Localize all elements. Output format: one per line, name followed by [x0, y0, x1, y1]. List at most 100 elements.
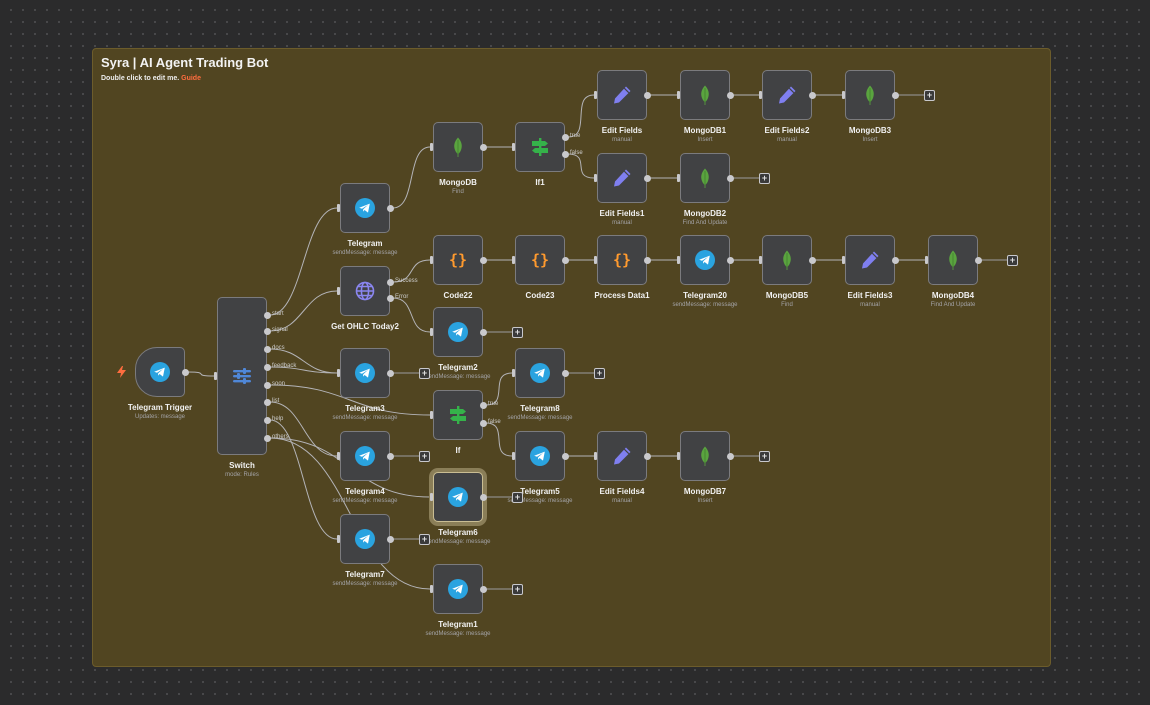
- node-telegram20[interactable]: [680, 235, 730, 285]
- output-port[interactable]: [386, 452, 394, 460]
- output-port[interactable]: [479, 585, 487, 593]
- input-port[interactable]: [677, 174, 680, 182]
- input-port[interactable]: [512, 369, 515, 377]
- node-switch[interactable]: [217, 297, 267, 455]
- output-port[interactable]: [891, 256, 899, 264]
- output-port[interactable]: [386, 535, 394, 543]
- node-if[interactable]: [433, 390, 483, 440]
- node-edit-fields3[interactable]: [845, 235, 895, 285]
- output-port[interactable]: [479, 493, 487, 501]
- node-get-ohlc[interactable]: [340, 266, 390, 316]
- input-port[interactable]: [759, 256, 762, 264]
- node-telegram-trigger[interactable]: [135, 347, 185, 397]
- node-edit-fields[interactable]: [597, 70, 647, 120]
- add-node-button[interactable]: +: [419, 367, 430, 379]
- output-port[interactable]: [386, 278, 394, 286]
- output-port[interactable]: [263, 398, 271, 406]
- node-telegram7[interactable]: [340, 514, 390, 564]
- output-port[interactable]: [181, 368, 189, 376]
- output-port[interactable]: [263, 345, 271, 353]
- node-telegram6[interactable]: [433, 472, 483, 522]
- input-port[interactable]: [925, 256, 928, 264]
- output-port[interactable]: [974, 256, 982, 264]
- add-node-button[interactable]: +: [1007, 254, 1018, 266]
- guide-link[interactable]: Guide: [181, 75, 201, 82]
- output-port[interactable]: [643, 174, 651, 182]
- input-port[interactable]: [677, 91, 680, 99]
- output-port[interactable]: [808, 91, 816, 99]
- input-port[interactable]: [337, 204, 340, 212]
- node-edit-fields4[interactable]: [597, 431, 647, 481]
- add-node-button[interactable]: +: [419, 450, 430, 462]
- node-code22[interactable]: {}: [433, 235, 483, 285]
- input-port[interactable]: [677, 452, 680, 460]
- output-port[interactable]: [643, 256, 651, 264]
- input-port[interactable]: [337, 452, 340, 460]
- input-port[interactable]: [842, 256, 845, 264]
- output-port[interactable]: [561, 452, 569, 460]
- output-port[interactable]: [386, 204, 394, 212]
- add-node-button[interactable]: +: [759, 172, 770, 184]
- output-port[interactable]: [386, 369, 394, 377]
- node-telegram1[interactable]: [433, 564, 483, 614]
- input-port[interactable]: [430, 143, 433, 151]
- input-port[interactable]: [512, 452, 515, 460]
- output-port[interactable]: [643, 452, 651, 460]
- node-edit-fields1[interactable]: [597, 153, 647, 203]
- node-code23[interactable]: {}: [515, 235, 565, 285]
- input-port[interactable]: [430, 328, 433, 336]
- node-mongodb[interactable]: [433, 122, 483, 172]
- input-port[interactable]: [677, 256, 680, 264]
- input-port[interactable]: [214, 372, 217, 380]
- node-telegram5[interactable]: [515, 431, 565, 481]
- input-port[interactable]: [594, 91, 597, 99]
- add-node-button[interactable]: +: [512, 583, 523, 595]
- input-port[interactable]: [594, 256, 597, 264]
- output-port[interactable]: [263, 363, 271, 371]
- output-port[interactable]: [263, 434, 271, 442]
- input-port[interactable]: [430, 585, 433, 593]
- node-mongodb1[interactable]: [680, 70, 730, 120]
- input-port[interactable]: [842, 91, 845, 99]
- output-port[interactable]: [726, 256, 734, 264]
- input-port[interactable]: [759, 91, 762, 99]
- add-node-button[interactable]: +: [924, 89, 935, 101]
- node-mongodb2[interactable]: [680, 153, 730, 203]
- node-mongodb3[interactable]: [845, 70, 895, 120]
- input-port[interactable]: [594, 174, 597, 182]
- output-port[interactable]: [479, 143, 487, 151]
- add-node-button[interactable]: +: [512, 491, 523, 503]
- add-node-button[interactable]: +: [759, 450, 770, 462]
- output-port[interactable]: [263, 381, 271, 389]
- output-port[interactable]: [726, 174, 734, 182]
- node-edit-fields2[interactable]: [762, 70, 812, 120]
- input-port[interactable]: [337, 535, 340, 543]
- node-if1[interactable]: [515, 122, 565, 172]
- output-port[interactable]: [561, 150, 569, 158]
- output-port[interactable]: [479, 419, 487, 427]
- output-port[interactable]: [479, 328, 487, 336]
- input-port[interactable]: [337, 287, 340, 295]
- node-mongodb7[interactable]: [680, 431, 730, 481]
- output-port[interactable]: [479, 256, 487, 264]
- output-port[interactable]: [479, 401, 487, 409]
- output-port[interactable]: [561, 256, 569, 264]
- output-port[interactable]: [891, 91, 899, 99]
- input-port[interactable]: [430, 256, 433, 264]
- add-node-button[interactable]: +: [419, 533, 430, 545]
- add-node-button[interactable]: +: [512, 326, 523, 338]
- node-telegram2[interactable]: [433, 307, 483, 357]
- node-telegram3[interactable]: [340, 348, 390, 398]
- input-port[interactable]: [594, 452, 597, 460]
- output-port[interactable]: [808, 256, 816, 264]
- output-port[interactable]: [263, 327, 271, 335]
- output-port[interactable]: [386, 294, 394, 302]
- node-telegram[interactable]: [340, 183, 390, 233]
- node-telegram4[interactable]: [340, 431, 390, 481]
- node-mongodb4[interactable]: [928, 235, 978, 285]
- output-port[interactable]: [726, 452, 734, 460]
- node-mongodb5[interactable]: [762, 235, 812, 285]
- output-port[interactable]: [561, 133, 569, 141]
- input-port[interactable]: [337, 369, 340, 377]
